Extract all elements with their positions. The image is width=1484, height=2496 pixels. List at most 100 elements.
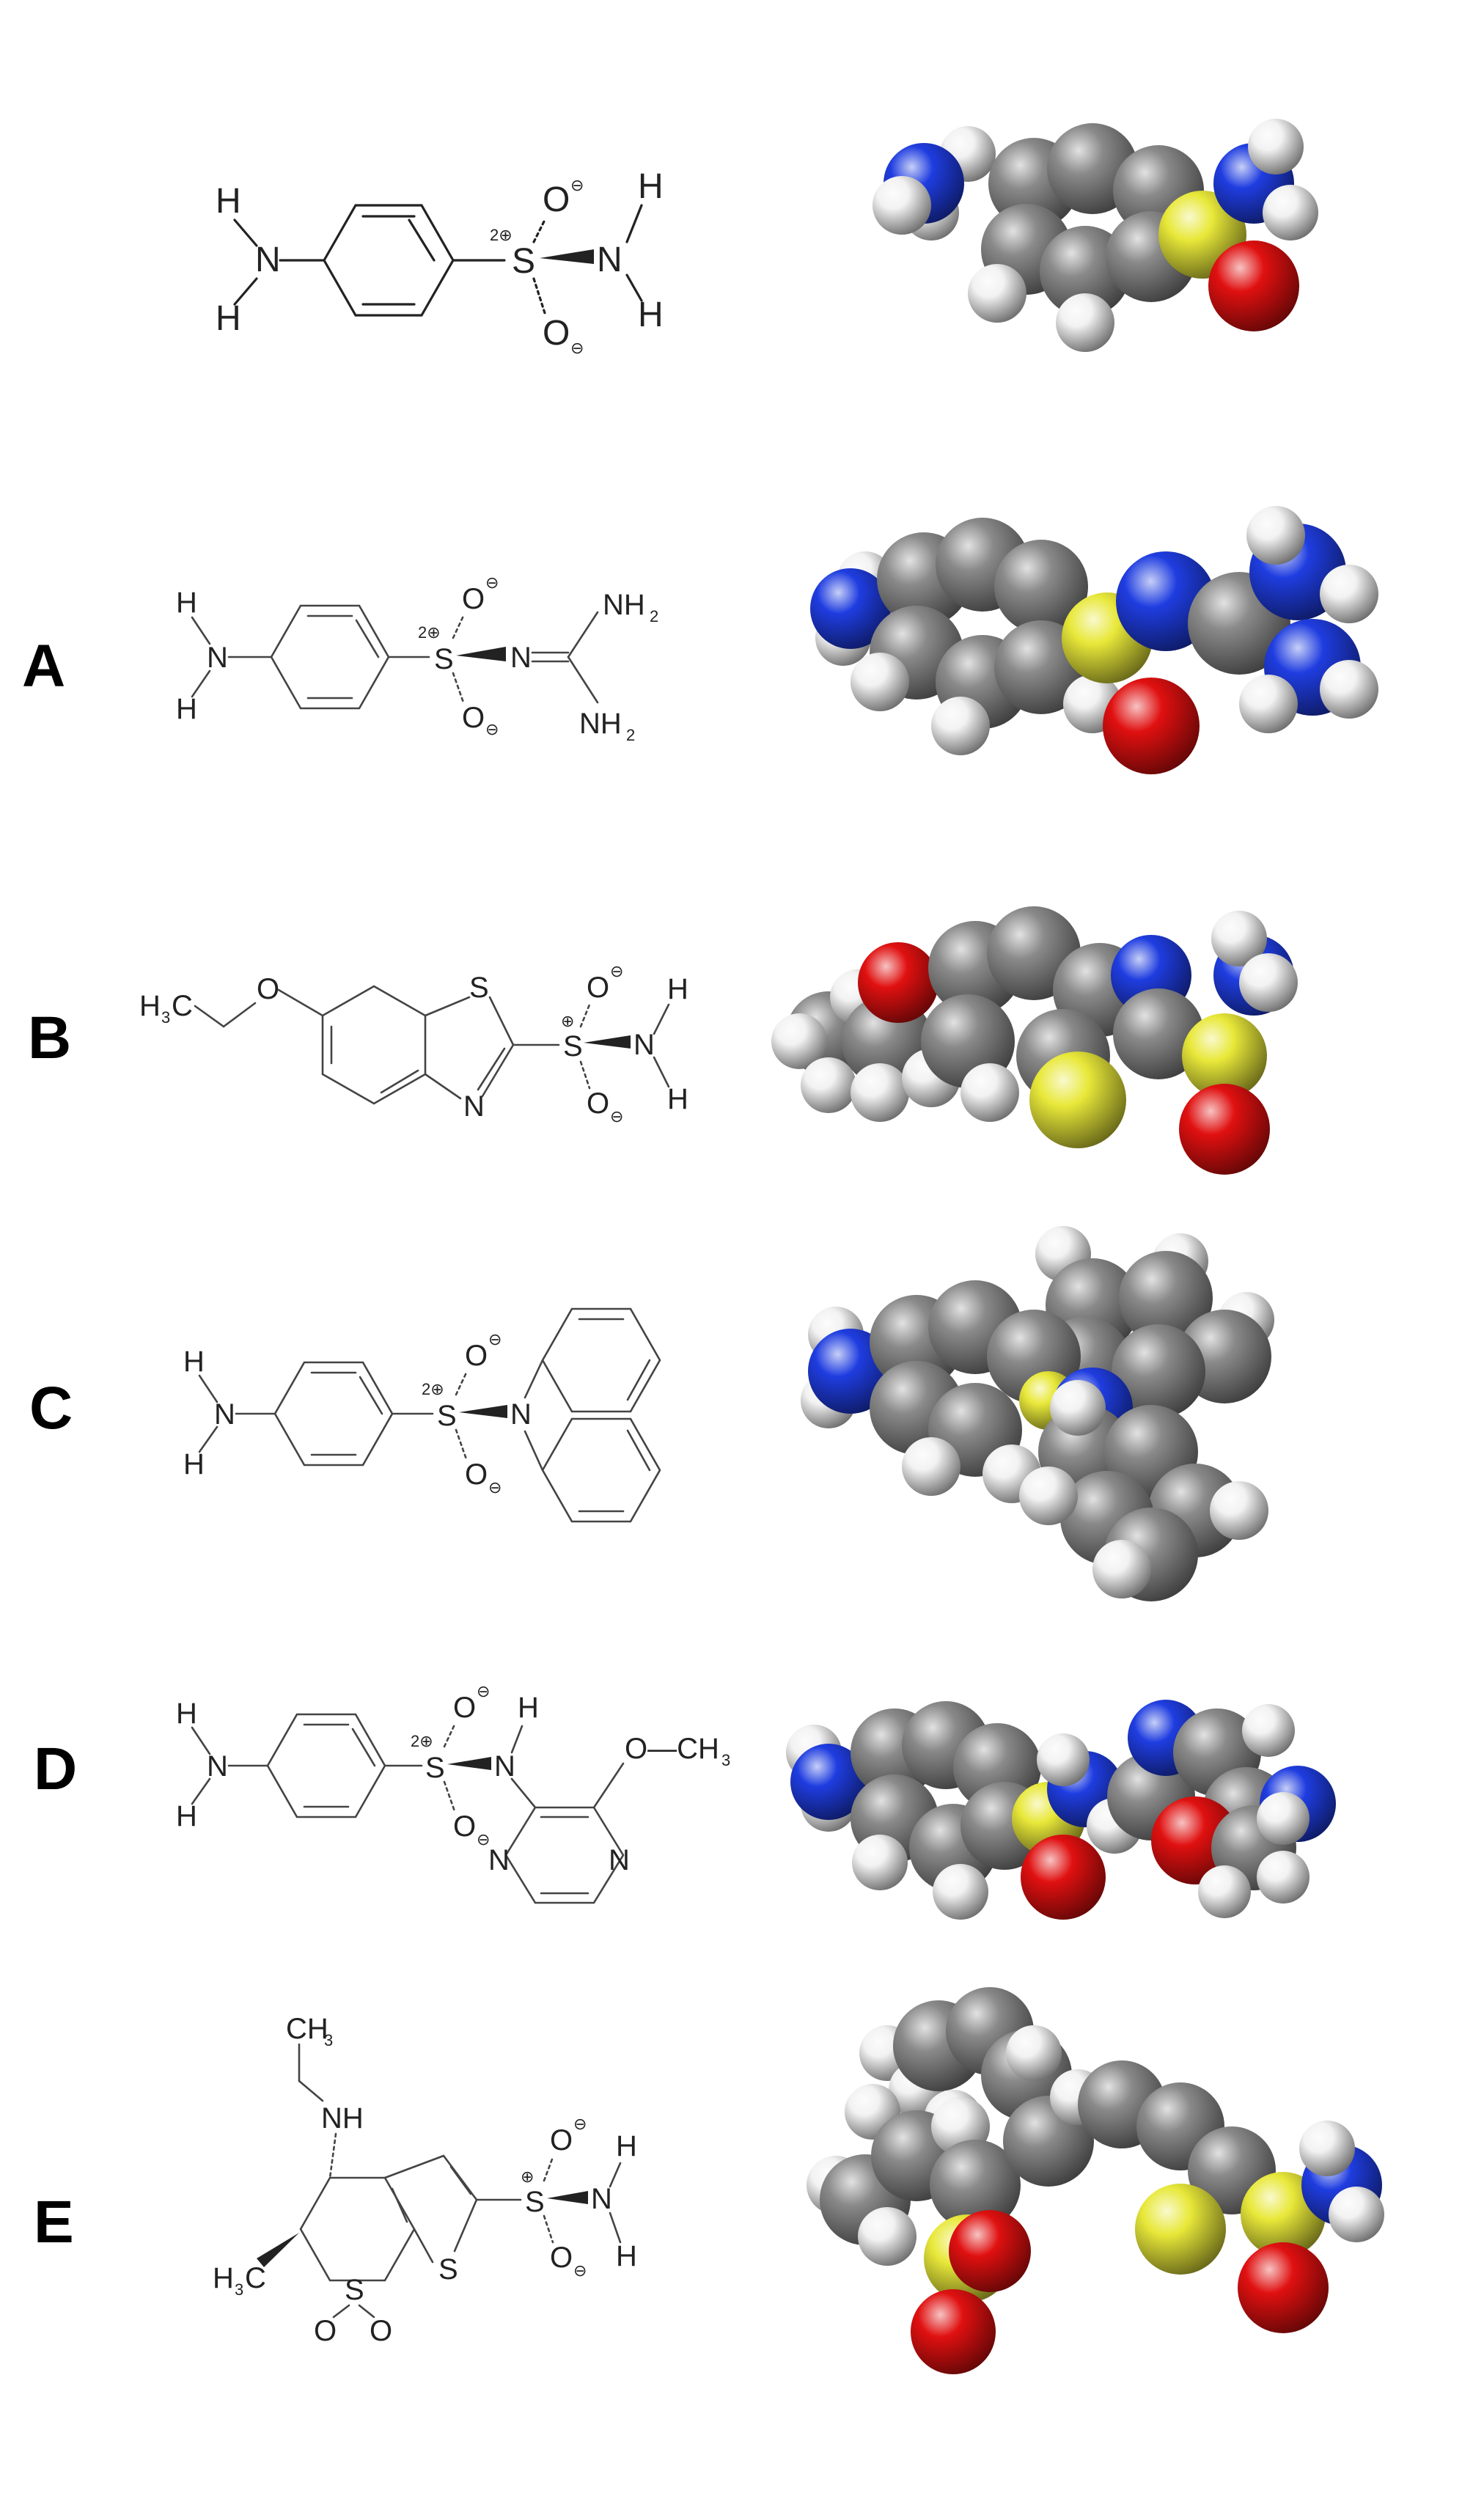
svg-text:H: H <box>667 1083 688 1115</box>
carbon-atom-sphere <box>994 540 1088 634</box>
svg-text:⊖: ⊖ <box>570 339 584 357</box>
space-filling-model-d <box>786 1700 1336 1920</box>
structure-d: H H N 2⊕ S O ⊖ O ⊖ N H N N O—CH 3 <box>176 1682 730 1904</box>
hydrogen-atom-sphere <box>1320 660 1378 719</box>
structure-e: CH 3 NH S S O O H 3 C ⊕ S O ⊖ O ⊖ N H H <box>213 2013 637 2347</box>
svg-text:O: O <box>462 583 485 615</box>
svg-text:3: 3 <box>324 2031 333 2049</box>
space-filling-model-sulfanilamide <box>873 119 1318 352</box>
space-filling-model-b <box>771 906 1298 1175</box>
svg-text:⊖: ⊖ <box>610 1107 623 1126</box>
svg-text:S: S <box>345 2274 364 2306</box>
row-label-b: B <box>28 1005 72 1071</box>
hydrogen-atom-sphere <box>931 697 990 755</box>
svg-text:N: N <box>494 1750 515 1783</box>
structure-sulfanilamide: H H N 2⊕ S O ⊖ O ⊖ N H H <box>216 167 664 357</box>
svg-text:N: N <box>488 1844 510 1876</box>
svg-text:S: S <box>512 242 535 281</box>
hydrogen-atom-sphere <box>1320 565 1378 623</box>
svg-text:O: O <box>587 1087 609 1120</box>
hydrogen-atom-sphere <box>1239 953 1298 1012</box>
carbon-atom-sphere <box>1119 1251 1213 1345</box>
hydrogen-atom-sphere <box>1246 506 1305 565</box>
hydrogen-atom-sphere <box>1299 2121 1355 2176</box>
svg-text:O: O <box>465 1458 488 1491</box>
svg-text:H: H <box>176 1800 197 1832</box>
svg-text:O: O <box>453 1810 476 1843</box>
hydrogen-atom-sphere <box>902 1437 960 1496</box>
hydrogen-atom-sphere <box>1263 185 1318 241</box>
svg-text:H: H <box>183 1346 205 1378</box>
svg-text:H: H <box>638 167 664 206</box>
svg-text:N: N <box>609 1844 630 1876</box>
svg-text:NH: NH <box>579 708 622 740</box>
row-label-e: E <box>34 2189 74 2255</box>
oxygen-atom-sphere <box>911 2289 996 2374</box>
row-label-c: C <box>29 1375 73 1442</box>
svg-text:2: 2 <box>650 607 658 625</box>
svg-text:C: C <box>245 2262 266 2294</box>
svg-text:2: 2 <box>626 726 635 744</box>
hydrogen-atom-sphere <box>1257 1851 1309 1904</box>
svg-text:O: O <box>314 2315 337 2347</box>
svg-text:O: O <box>453 1692 476 1724</box>
svg-text:S: S <box>563 1030 583 1062</box>
hydrogen-atom-sphere <box>851 1063 909 1122</box>
hydrogen-atom-sphere <box>1257 1792 1309 1845</box>
svg-text:⊖: ⊖ <box>488 1478 502 1497</box>
hydrogen-atom-sphere <box>968 264 1026 323</box>
svg-text:H: H <box>518 1692 539 1724</box>
structure-c: H H N 2⊕ S O ⊖ O ⊖ N <box>183 1307 661 1523</box>
hydrogen-atom-sphere <box>873 176 931 235</box>
carbon-atom-sphere <box>930 2140 1021 2231</box>
svg-text:N: N <box>633 1029 655 1061</box>
svg-text:NH: NH <box>603 589 645 621</box>
svg-text:N: N <box>510 642 532 674</box>
oxygen-atom-sphere <box>858 942 938 1023</box>
svg-text:S: S <box>425 1752 445 1784</box>
svg-text:N: N <box>591 2183 612 2215</box>
svg-text:N: N <box>597 241 622 279</box>
svg-text:N: N <box>214 1398 235 1431</box>
svg-text:NH: NH <box>321 2102 364 2135</box>
hydrogen-atom-sphere <box>1210 1481 1268 1540</box>
svg-text:C: C <box>172 990 193 1022</box>
svg-text:N: N <box>463 1090 485 1123</box>
svg-text:H: H <box>176 693 197 725</box>
svg-text:2⊕: 2⊕ <box>418 623 441 642</box>
svg-text:H: H <box>216 299 241 338</box>
svg-text:⊖: ⊖ <box>610 962 623 980</box>
svg-text:O: O <box>462 702 485 734</box>
hydrogen-atom-sphere <box>852 1835 908 1890</box>
oxygen-atom-sphere <box>1179 1084 1270 1175</box>
hydrogen-atom-sphere <box>851 653 909 711</box>
svg-text:O: O <box>543 314 570 353</box>
oxygen-atom-sphere <box>949 2210 1031 2292</box>
svg-text:2⊕: 2⊕ <box>490 226 513 244</box>
space-filling-model-a <box>810 506 1378 774</box>
hydrogen-atom-sphere <box>1056 293 1114 352</box>
svg-text:H: H <box>139 990 161 1022</box>
svg-text:S: S <box>437 1400 457 1432</box>
hydrogen-atom-sphere <box>1092 1540 1151 1598</box>
hydrogen-atom-sphere <box>1242 1704 1295 1757</box>
oxygen-atom-sphere <box>1238 2242 1329 2333</box>
svg-text:O: O <box>550 2124 573 2157</box>
svg-text:O: O <box>550 2242 573 2274</box>
svg-text:⊖: ⊖ <box>485 720 499 738</box>
nitrogen-atom-sphere <box>810 568 891 649</box>
svg-text:N: N <box>255 241 281 279</box>
structure-a: H H N 2⊕ S O ⊖ O ⊖ N NH 2 NH 2 <box>176 573 658 744</box>
hydrogen-atom-sphere <box>1211 911 1267 966</box>
structure-b: H 3 C O S N ⊕ S O ⊖ O ⊖ N H H <box>139 962 688 1126</box>
hydrogen-atom-sphere <box>771 1013 827 1069</box>
svg-text:O: O <box>543 180 570 219</box>
hydrogen-atom-sphere <box>933 1864 988 1920</box>
svg-text:H: H <box>176 1697 197 1730</box>
svg-text:H: H <box>667 973 688 1005</box>
svg-text:2⊕: 2⊕ <box>411 1732 433 1750</box>
sulfur-atom-sphere <box>1029 1051 1126 1148</box>
oxygen-atom-sphere <box>1021 1835 1106 1920</box>
hydrogen-atom-sphere <box>1006 2025 1062 2081</box>
hydrogen-atom-sphere <box>1050 1380 1106 1436</box>
